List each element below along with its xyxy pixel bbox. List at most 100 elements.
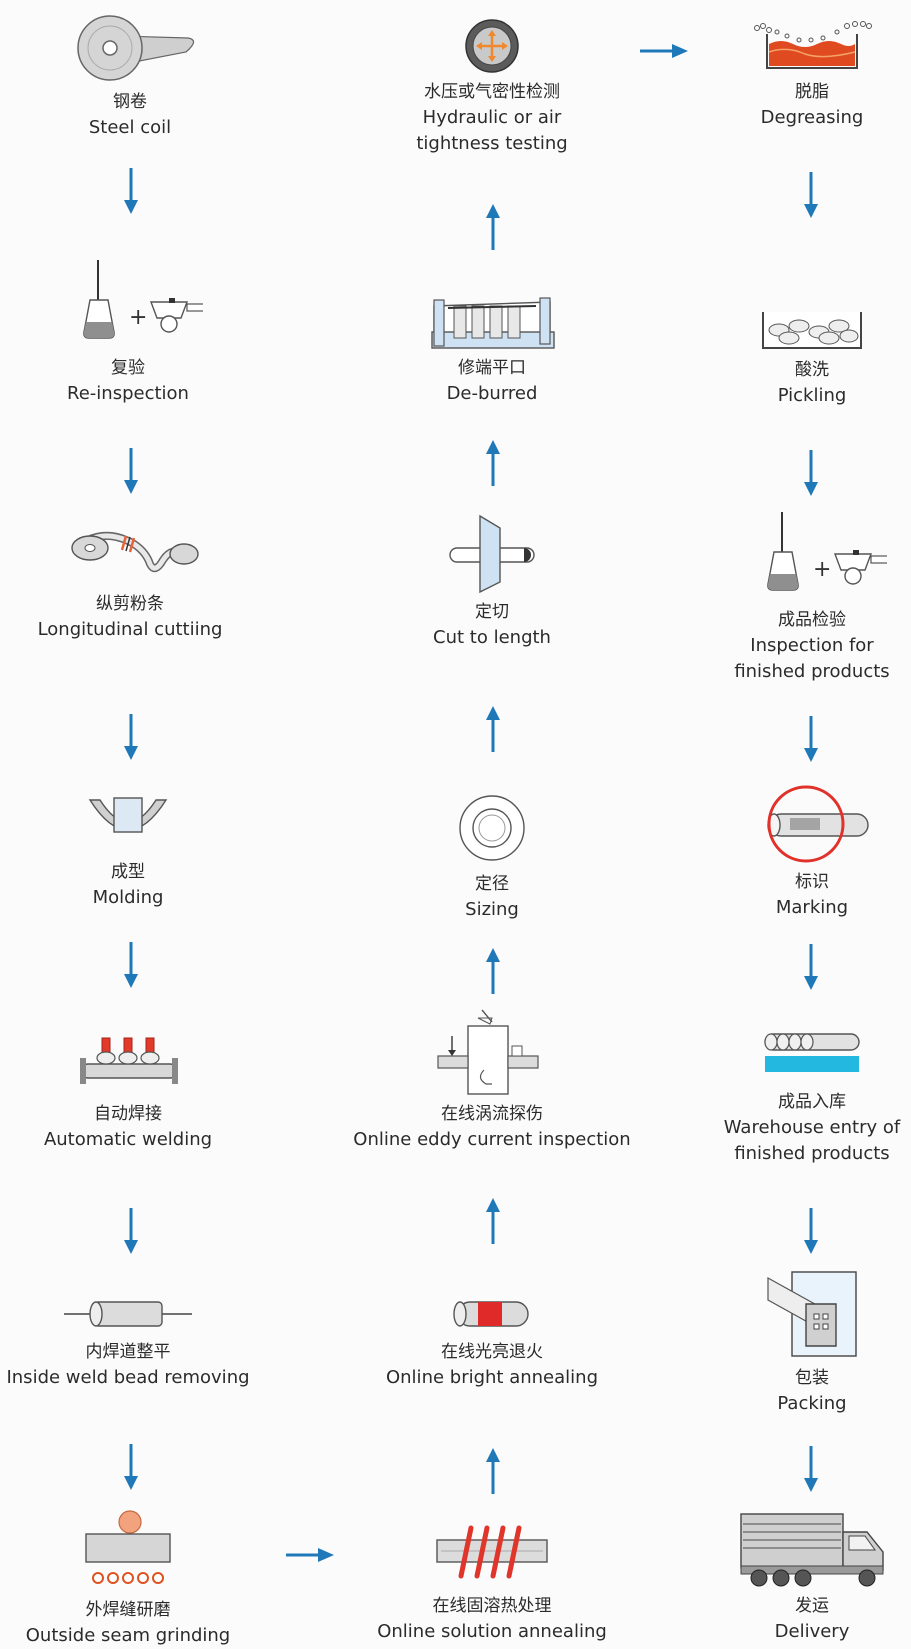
step-label-zh: 钢卷 [113, 92, 147, 112]
arrow-up-icon [486, 706, 500, 752]
step-label-en: Pickling [777, 385, 847, 406]
step-marking: 标识 Marking [662, 782, 911, 921]
step-delivery: 发运 Delivery [662, 1508, 911, 1645]
step-re-inspection: + 复验 Re-inspection [0, 252, 278, 407]
step-degreasing: 脱脂 Degreasing [662, 18, 911, 131]
slitting-icon [71, 531, 199, 573]
step-sizing: 定径 Sizing [342, 788, 642, 923]
step-automatic-welding: 自动焊接 Automatic welding [0, 1018, 278, 1153]
steel-coil-icon [77, 15, 195, 81]
step-label-zh: 内焊道整平 [85, 1342, 171, 1362]
step-label-en: Inside weld bead removing [6, 1367, 250, 1388]
step-steel-coil: 钢卷 Steel coil [0, 6, 280, 141]
step-label-zh: 包装 [795, 1368, 829, 1388]
step-label-zh: 自动焊接 [94, 1104, 162, 1124]
step-label-zh: 水压或气密性检测 [424, 82, 560, 102]
step-label-en: Automatic welding [43, 1129, 213, 1150]
step-label-zh: 在线涡流探伤 [441, 1104, 543, 1124]
arrow-down-icon [124, 448, 138, 494]
arrow-down-icon [804, 172, 818, 218]
sizing-ring-icon [459, 795, 525, 861]
step-label-zh: 定径 [475, 874, 509, 894]
step-pressure-testing: 水压或气密性检测 Hydraulic or air tightness test… [342, 18, 642, 157]
step-pickling: 酸洗 Pickling [662, 306, 911, 409]
pressure-gauge-icon [465, 19, 519, 73]
bead-removal-icon [64, 1301, 192, 1327]
step-inside-bead-removing: 内焊道整平 Inside weld bead removing [0, 1292, 278, 1391]
marking-icon [767, 785, 869, 863]
step-label-zh: 纵剪粉条 [96, 594, 164, 614]
step-label-zh: 定切 [475, 602, 509, 622]
step-label-en: Online bright annealing [385, 1367, 598, 1388]
step-label-en: Re-inspection [67, 383, 189, 404]
step-label-en: Molding [92, 887, 164, 908]
eddy-current-icon [437, 1009, 539, 1095]
step-label-zh: 外焊缝研磨 [85, 1600, 171, 1620]
step-molding: 成型 Molding [0, 790, 278, 911]
lab-inspection-icon: + [767, 512, 887, 591]
step-outside-seam-grinding: 外焊缝研磨 Outside seam grinding [0, 1508, 278, 1649]
arrow-down-icon [124, 1444, 138, 1490]
cutting-icon [449, 514, 535, 594]
grinding-icon [85, 1510, 171, 1584]
arrow-up-icon [486, 1448, 500, 1494]
step-label-zh: 发运 [795, 1596, 829, 1616]
degreasing-tank-icon [754, 21, 872, 69]
step-label-zh: 修端平口 [458, 358, 526, 378]
step-label-en: Cut to length [433, 627, 551, 648]
step-de-burred: 修端平口 De-burred [342, 296, 642, 407]
arrow-down-icon [804, 1446, 818, 1492]
arrow-down-icon [804, 944, 818, 990]
step-label-en: Inspection for finished products [734, 635, 890, 682]
step-cut-to-length: 定切 Cut to length [342, 512, 642, 651]
annealing-icon [453, 1301, 529, 1327]
step-eddy-current-inspection: 在线涡流探伤 Online eddy current inspection [342, 1006, 642, 1153]
arrow-up-icon [486, 948, 500, 994]
step-label-zh: 标识 [795, 872, 829, 892]
truck-icon [740, 1513, 884, 1587]
step-label-zh: 脱脂 [795, 82, 829, 102]
arrow-up-icon [486, 1198, 500, 1244]
step-warehouse-entry: 成品入库 Warehouse entry of finished product… [662, 1030, 911, 1167]
step-label-en: De-burred [446, 383, 538, 404]
pickling-tank-icon [762, 312, 862, 349]
step-label-en: Longitudinal cuttiing [37, 619, 223, 640]
step-label-zh: 成品检验 [778, 610, 846, 630]
step-label-en: Hydraulic or air tightness testing [416, 107, 568, 154]
arrow-down-icon [124, 714, 138, 760]
step-label-en: Outside seam grinding [25, 1625, 231, 1646]
arrow-down-icon [804, 716, 818, 762]
step-label-zh: 在线固溶热处理 [432, 1596, 552, 1616]
step-inspection-finished-products: + 成品检验 Inspection for finished products [662, 504, 911, 685]
arrow-down-icon [804, 1208, 818, 1254]
arrow-right-icon [286, 1548, 334, 1562]
arrow-down-icon [124, 168, 138, 214]
step-label-en: Online solution annealing [377, 1621, 607, 1642]
step-label-zh: 复验 [111, 358, 145, 378]
welding-icon [80, 1037, 178, 1084]
step-label-en: Warehouse entry of finished products [723, 1117, 901, 1164]
step-online-solution-annealing: 在线固溶热处理 Online solution annealing [342, 1520, 642, 1645]
step-online-bright-annealing: 在线光亮退火 Online bright annealing [342, 1292, 642, 1391]
arrow-down-icon [804, 450, 818, 496]
step-label-en: Steel coil [88, 117, 172, 138]
step-label-zh: 酸洗 [795, 360, 829, 380]
step-label-en: Packing [777, 1393, 847, 1414]
step-label-en: Delivery [774, 1621, 850, 1642]
arrow-right-icon [640, 44, 688, 58]
molding-icon [88, 797, 168, 833]
step-label-en: Sizing [465, 899, 519, 920]
svg-text:+: + [129, 305, 147, 330]
induction-coil-icon [436, 1525, 548, 1579]
step-label-zh: 成型 [111, 862, 145, 882]
step-label-zh: 在线光亮退火 [441, 1342, 543, 1362]
arrow-down-icon [124, 942, 138, 988]
svg-text:+: + [813, 557, 831, 582]
step-packing: 包装 Packing [662, 1268, 911, 1417]
deburring-icon [431, 297, 555, 349]
step-label-en: Degreasing [760, 107, 864, 128]
warehouse-icon [764, 1033, 860, 1072]
step-longitudinal-cutting: 纵剪粉条 Longitudinal cuttiing [0, 516, 280, 643]
step-label-zh: 成品入库 [778, 1092, 846, 1112]
